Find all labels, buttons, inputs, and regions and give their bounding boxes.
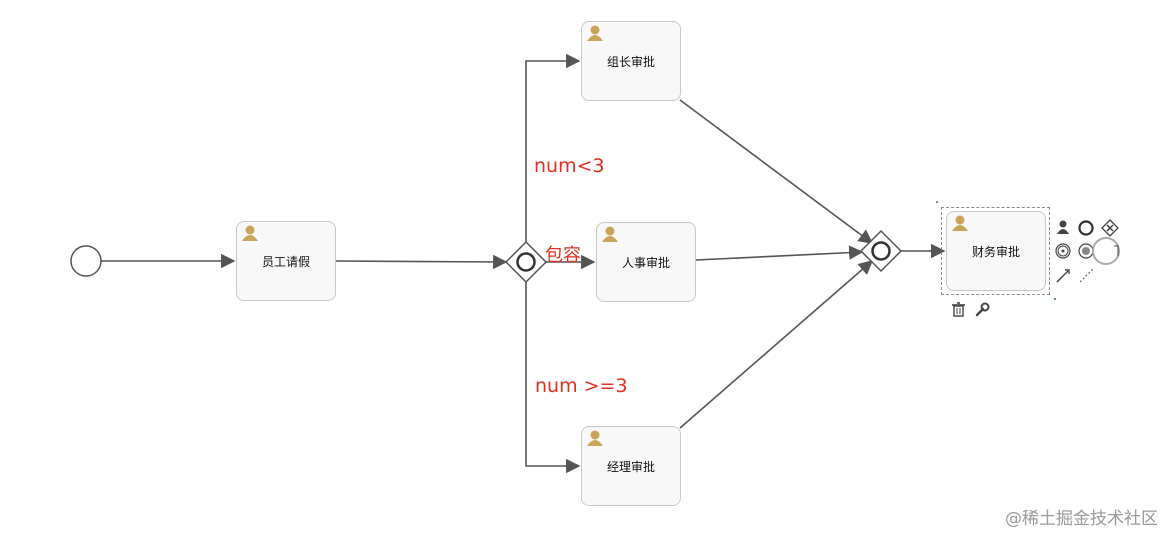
user-icon <box>242 225 258 241</box>
flow-gateway-to-manager[interactable] <box>525 282 581 474</box>
context-pad <box>952 219 1120 317</box>
task-employee-leave[interactable]: 员工请假 <box>236 221 336 301</box>
user-icon <box>602 226 618 242</box>
task-label: 人事审批 <box>621 255 670 270</box>
user-icon <box>587 25 603 41</box>
flow-manager-to-join[interactable] <box>679 260 874 429</box>
user-icon <box>587 430 603 446</box>
text-annotation-icon[interactable] <box>1092 237 1120 265</box>
exclusive-gateway-icon[interactable] <box>1101 219 1119 237</box>
intermediate-event-icon[interactable] <box>1055 243 1071 259</box>
end-event-icon[interactable] <box>1078 220 1094 236</box>
task-finance-approval[interactable]: 财务审批 <box>946 211 1046 291</box>
inclusive-gateway-split[interactable] <box>504 240 548 284</box>
inclusive-gateway-label: 包容 <box>545 245 581 266</box>
association-icon[interactable] <box>1079 267 1095 283</box>
task-team-lead-approval[interactable]: 组长审批 <box>581 21 681 101</box>
flow-hr-to-join[interactable] <box>695 245 864 261</box>
task-manager-approval[interactable]: 经理审批 <box>581 426 681 506</box>
selection-frame <box>941 207 1050 295</box>
flow-leave-to-gateway[interactable] <box>335 254 508 270</box>
inclusive-gateway-icon[interactable] <box>1078 243 1094 259</box>
sequence-flow-icon[interactable] <box>1056 269 1070 283</box>
flow-team-lead-to-join[interactable] <box>679 99 874 244</box>
task-label: 员工请假 <box>261 254 310 269</box>
flow-gateway-to-team-lead[interactable] <box>525 53 581 243</box>
inclusive-gateway-join[interactable] <box>859 229 903 273</box>
wrench-icon[interactable] <box>975 302 990 317</box>
task-label: 财务审批 <box>971 244 1020 259</box>
task-hr-approval[interactable]: 人事审批 <box>596 222 696 302</box>
condition-label-lt3: num<3 <box>534 155 605 177</box>
condition-label-ge3: num >=3 <box>535 375 628 397</box>
delete-icon[interactable] <box>952 302 965 317</box>
user-icon <box>952 215 968 231</box>
watermark: @稀土掘金技术社区 <box>1005 509 1158 529</box>
user-task-icon[interactable] <box>1057 220 1069 235</box>
start-event[interactable] <box>70 245 102 277</box>
task-label: 组长审批 <box>606 54 655 69</box>
task-label: 经理审批 <box>606 459 655 474</box>
